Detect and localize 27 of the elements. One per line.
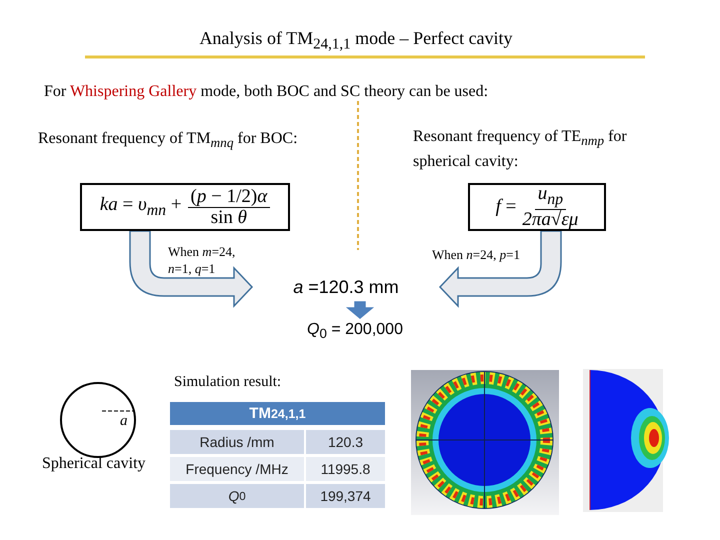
- edge-label: When m=24, n=1, q=1: [168, 244, 236, 278]
- formula-numerator: u$_{np}$: [534, 184, 566, 210]
- formula-box: [468, 183, 606, 231]
- table-cell: 199,374: [306, 484, 385, 508]
- table-cell: Frequency /MHz: [170, 457, 304, 481]
- formula-denominator: 2πa√εμ: [522, 210, 578, 230]
- section-heading: Simulation result:: [174, 374, 282, 391]
- intro-sentence: For Whispering Gallery mode, both BOC and SC theory can be used:: [44, 83, 490, 101]
- formula-text: f =: [496, 196, 516, 218]
- table-cell: 11995.8: [306, 457, 385, 481]
- formula-numerator: (p − 1/2)α: [188, 186, 270, 208]
- block-arrow: [129, 230, 253, 307]
- result-text: a =120.3 mm: [252, 272, 440, 302]
- table-cell: 120.3: [306, 430, 385, 454]
- formula-text: ka = υ$_{mn}$ +: [100, 194, 182, 220]
- section-heading: Resonant frequency of TE$_{nmp}$ for spherical cavity:: [413, 127, 628, 172]
- figure-caption: Spherical cavity: [42, 455, 147, 473]
- slide-title: Analysis of TM$_{24,1,1}$ mode – Perfect cavity: [198, 28, 514, 54]
- block-arrow: [439, 230, 562, 307]
- result-text: Q$_{0}$ = 200,000: [290, 318, 420, 342]
- edge-label: When n=24, p=1: [432, 247, 521, 264]
- formula-box: [80, 183, 290, 231]
- table-cell: Radius /mm: [170, 430, 304, 454]
- section-heading: Resonant frequency of TM$_{mnq}$ for BOC:: [38, 130, 299, 152]
- radius-label: a: [120, 414, 128, 429]
- block-arrow: [346, 301, 374, 319]
- formula-denominator: sin θ: [210, 208, 247, 228]
